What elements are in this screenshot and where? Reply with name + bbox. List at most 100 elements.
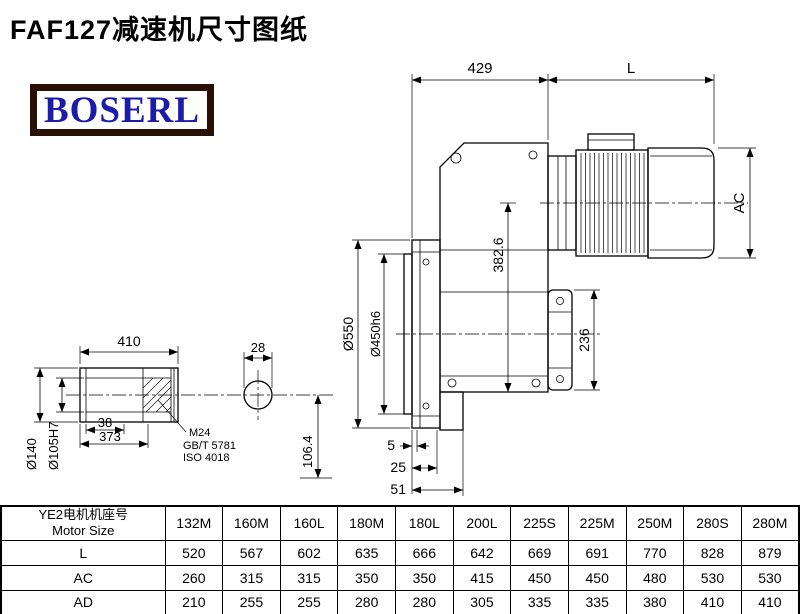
dim-382-6: 382.6: [490, 202, 516, 392]
column-header-280M: 280M: [740, 505, 800, 541]
column-header-132M: 132M: [164, 505, 224, 541]
dim-373: 373: [79, 424, 149, 448]
dimension-value: 255: [222, 589, 281, 614]
dimension-value: 567: [222, 539, 281, 566]
output-flange: [403, 239, 441, 429]
dim-410: 410: [79, 333, 179, 364]
dimension-value: 260: [164, 564, 224, 591]
dimension-value: 602: [279, 539, 339, 566]
dim-106-4: 106.4: [300, 395, 332, 479]
dim-106-4-label: 106.4: [300, 435, 315, 468]
dimension-value: 350: [395, 564, 454, 591]
thread-note: M24 GB/T 5781 ISO 4018: [157, 399, 236, 464]
dimension-value: 691: [567, 539, 627, 566]
dim-236: 236: [574, 289, 600, 391]
dimension-value: 335: [567, 589, 627, 614]
dim-shaft-dia: Ø140: [24, 367, 78, 470]
dimension-value: 480: [625, 564, 685, 591]
dim-L: L: [548, 60, 715, 144]
column-header-225M: 225M: [567, 505, 627, 541]
dimension-value: 305: [452, 589, 512, 614]
dim-spigot-dia: Ø450h6: [368, 253, 404, 415]
column-header-160L: 160L: [279, 505, 339, 541]
dim-38: 38: [85, 415, 125, 434]
column-header-180M: 180M: [337, 505, 396, 541]
standard-gb-label: GB/T 5781: [183, 440, 236, 452]
terminal-box: [587, 133, 635, 151]
row-label: AC: [0, 564, 166, 591]
column-header-280S: 280S: [683, 505, 742, 541]
dim-382-6-label: 382.6: [490, 237, 506, 272]
dimension-value: 450: [567, 564, 627, 591]
dimension-value: 350: [337, 564, 396, 591]
motor-size-header-cn: YE2电机机座号: [38, 507, 129, 522]
dim-429-label: 429: [467, 60, 492, 77]
dim-offsets: 5 25 51: [387, 394, 464, 497]
dim-25-label: 25: [390, 459, 406, 475]
column-header-200L: 200L: [452, 505, 512, 541]
dimension-value: 669: [510, 539, 569, 566]
dim-236-label: 236: [576, 328, 592, 352]
boserl-logo: BOSERL: [30, 84, 214, 136]
dimension-value: 410: [740, 589, 800, 614]
dimension-value: 280: [395, 589, 454, 614]
technical-drawing: 429 L AC Ø550 Ø450h6: [24, 60, 756, 497]
page-title: FAF127减速机尺寸图纸: [10, 15, 309, 45]
dim-38-label: 38: [98, 415, 112, 430]
shaft-detail: [79, 367, 179, 423]
dimension-value: 450: [510, 564, 569, 591]
thread-label: M24: [189, 427, 210, 439]
gearbox-body: [439, 142, 549, 431]
column-header-225S: 225S: [510, 505, 569, 541]
dimension-value: 380: [625, 589, 685, 614]
dim-51-label: 51: [390, 481, 406, 497]
dimension-value: 210: [164, 589, 224, 614]
dimension-value: 415: [452, 564, 512, 591]
dimension-value: 770: [625, 539, 685, 566]
column-header-180L: 180L: [395, 505, 454, 541]
dimension-value: 635: [337, 539, 396, 566]
standard-iso-label: ISO 4018: [183, 452, 229, 464]
dim-373-label: 373: [99, 429, 121, 444]
dim-bore-dia-label: Ø105H7: [46, 422, 61, 470]
motor-size-header: YE2电机机座号 Motor Size: [0, 505, 166, 541]
motor-size-header-en: Motor Size: [52, 523, 115, 539]
dimension-value: 666: [395, 539, 454, 566]
dim-shaft-dia-label: Ø140: [24, 438, 39, 470]
dimension-value: 879: [740, 539, 800, 566]
row-label: L: [0, 539, 166, 566]
dim-spigot-dia-label: Ø450h6: [368, 311, 383, 357]
dimension-value: 530: [740, 564, 800, 591]
column-header-160M: 160M: [222, 505, 281, 541]
dimension-value: 642: [452, 539, 512, 566]
output-hub: [547, 289, 573, 391]
dim-flange-dia-label: Ø550: [340, 317, 356, 351]
dim-AC: AC: [718, 147, 756, 259]
dimension-value: 315: [222, 564, 281, 591]
dimension-value: 315: [279, 564, 339, 591]
motor-fan-cowl: [647, 147, 715, 259]
dim-410-label: 410: [117, 333, 141, 349]
column-header-250M: 250M: [625, 505, 685, 541]
dimension-value: 828: [683, 539, 742, 566]
row-label: AD: [0, 589, 166, 614]
dim-bore-dia: Ø105H7: [46, 377, 84, 470]
dimension-value: 520: [164, 539, 224, 566]
centerlines: [66, 202, 748, 420]
dimension-value: 280: [337, 589, 396, 614]
logo-text: BOSERL: [43, 89, 201, 131]
dim-L-label: L: [627, 60, 635, 77]
shaft-section: 28: [243, 340, 273, 410]
dimension-value: 335: [510, 589, 569, 614]
dim-flange-dia: Ø550: [340, 239, 410, 429]
dim-AC-label: AC: [731, 192, 748, 213]
dimension-value: 410: [683, 589, 742, 614]
dimension-value: 255: [279, 589, 339, 614]
dimension-value: 530: [683, 564, 742, 591]
dim-28-label: 28: [251, 340, 265, 355]
